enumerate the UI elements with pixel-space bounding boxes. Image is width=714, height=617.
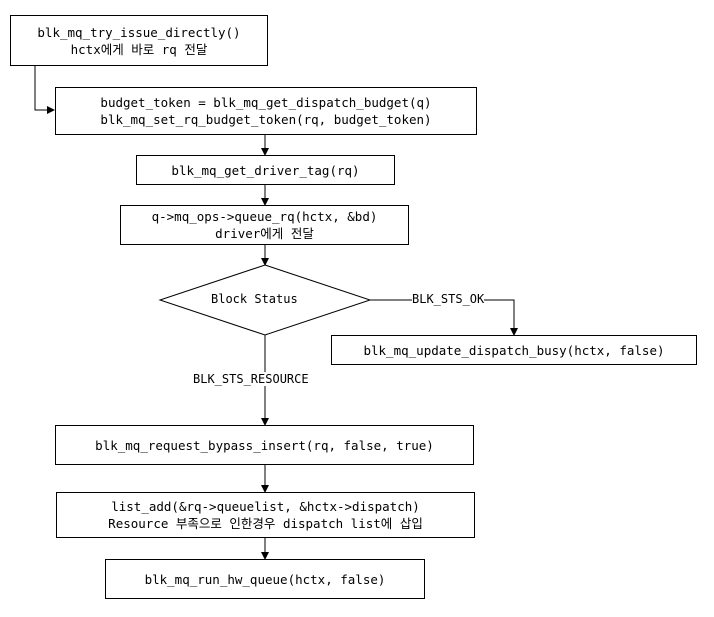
node-driver-tag-line1: blk_mq_get_driver_tag(rq) <box>171 162 360 178</box>
node-budget-line1: budget_token = blk_mq_get_dispatch_budge… <box>100 95 432 110</box>
node-try-issue-directly: blk_mq_try_issue_directly() hctx에게 바로 rq… <box>10 15 268 66</box>
node-bypass-line1: blk_mq_request_bypass_insert(rq, false, … <box>95 437 434 453</box>
node-try-issue-line2: hctx에게 바로 rq 전달 <box>70 41 208 57</box>
node-dispatch-budget: budget_token = blk_mq_get_dispatch_budge… <box>55 87 477 135</box>
edge-try-to-budget <box>34 66 55 114</box>
node-budget-line2: blk_mq_set_rq_budget_token(rq, budget_to… <box>100 112 432 127</box>
node-queue-rq: q->mq_ops->queue_rq(hctx, &bd) driver에게 … <box>120 205 409 245</box>
node-queue-rq-line1: q->mq_ops->queue_rq(hctx, &bd) <box>151 209 378 224</box>
decision-label: Block Status <box>211 292 298 306</box>
node-try-issue-line1: blk_mq_try_issue_directly() <box>37 24 241 40</box>
node-queue-rq-line2: driver에게 전달 <box>215 226 314 241</box>
node-list-add-line2: Resource 부족으로 인한경우 dispatch list에 삽입 <box>108 516 423 531</box>
node-run-hw-line1: blk_mq_run_hw_queue(hctx, false) <box>144 571 386 587</box>
node-request-bypass-insert: blk_mq_request_bypass_insert(rq, false, … <box>55 425 474 465</box>
node-list-add: list_add(&rq->queuelist, &hctx->dispatch… <box>56 492 475 538</box>
node-run-hw-queue: blk_mq_run_hw_queue(hctx, false) <box>105 559 425 599</box>
node-get-driver-tag: blk_mq_get_driver_tag(rq) <box>136 155 395 185</box>
node-update-dispatch-busy: blk_mq_update_dispatch_busy(hctx, false) <box>331 335 697 365</box>
node-update-busy-line1: blk_mq_update_dispatch_busy(hctx, false) <box>363 342 665 358</box>
edge-label-resource: BLK_STS_RESOURCE <box>193 372 309 386</box>
edge-label-ok: BLK_STS_OK <box>412 292 485 306</box>
node-list-add-line1: list_add(&rq->queuelist, &hctx->dispatch… <box>111 499 420 514</box>
